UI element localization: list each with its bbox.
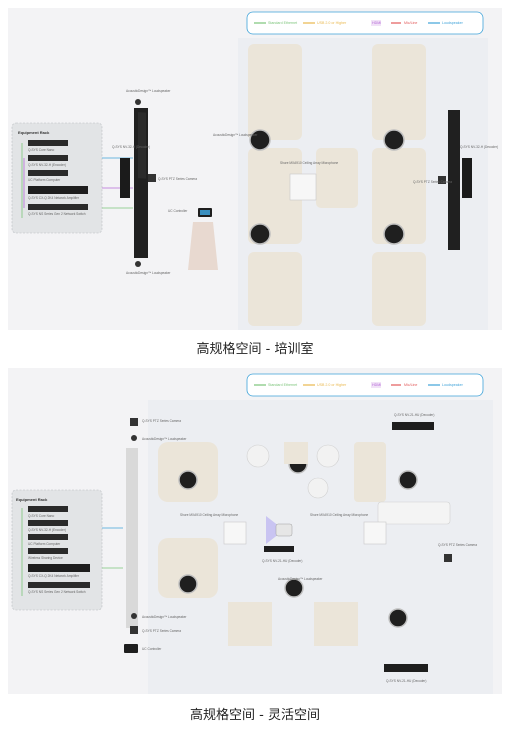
legend-loudspeaker: Loudspeaker xyxy=(442,21,464,25)
camera-left-label: Q-SYS PTZ Series Camera xyxy=(158,177,197,181)
camera-right-label: Q-SYS PTZ Series Camera xyxy=(438,543,477,547)
uc-controller-podium: UC Controller xyxy=(168,208,218,270)
uc-controller-icon xyxy=(124,644,138,653)
diagram-flexible-space: Standard Ethernet USB 2.0 or Higher HDMI… xyxy=(8,368,502,694)
rack-item: Wireless Sharing Device xyxy=(28,556,63,560)
loudspeaker-icon xyxy=(131,435,137,441)
camera-icon xyxy=(148,174,156,182)
rack-item: Q-SYS NS Series Gen 2 Network Switch xyxy=(28,590,86,594)
left-display-wall: AcousticDesign™ Loudspeaker AcousticDesi… xyxy=(112,89,197,275)
rack-item: Q-SYS CX-Q 2K4 Network Amplifier xyxy=(28,196,80,200)
mic-left-label: Shure MXA910 Ceiling Array Microphone xyxy=(180,513,238,517)
nv-right-label: Q-SYS NV-32-H (Decoder) xyxy=(460,145,498,149)
rack-item: Q-SYS NV-32-H (Encoder) xyxy=(28,528,66,532)
nv-bottom-label: Q-SYS NV-21-HU (Decoder) xyxy=(386,679,426,683)
legend-ethernet: Standard Ethernet xyxy=(268,21,297,25)
legend-micline: Mic/Line xyxy=(404,21,417,25)
rack-item: UC Platform Computer xyxy=(28,542,61,546)
nv-mid-label: Q-SYS NV-21-HU (Decoder) xyxy=(262,559,302,563)
nv-top-label: Q-SYS NV-21-HU (Decoder) xyxy=(394,413,434,417)
speaker-bottom-label: AcousticDesign™ Loudspeaker xyxy=(142,615,187,619)
desks xyxy=(248,44,426,326)
flexible-space-floorplan: Standard Ethernet USB 2.0 or Higher HDMI… xyxy=(11,373,493,694)
legend-hdmi: HDMI xyxy=(372,21,381,25)
rack-item: Q-SYS Core Nano xyxy=(28,148,54,152)
mic-right-label: Shure MXA910 Ceiling Array Microphone xyxy=(310,513,368,517)
ceiling-speaker-label: AcousticDesign™ Loudspeaker xyxy=(213,133,258,137)
projector-icon xyxy=(275,523,293,537)
loudspeaker-bottom-label: AcousticDesign™ Loudspeaker xyxy=(126,271,171,275)
rack-title: Equipment Rack xyxy=(18,130,50,135)
camera-icon xyxy=(438,176,446,184)
right-display-wall: Q-SYS PTZ Series Camera Q-SYS NV-32-H (D… xyxy=(413,110,498,250)
loudspeaker-icon xyxy=(131,613,137,619)
legend: Standard Ethernet USB 2.0 or Higher HDMI… xyxy=(246,11,484,35)
round-tables xyxy=(158,442,451,646)
legend-micline: Mic/Line xyxy=(404,383,417,387)
left-wall-devices: Q-SYS PTZ Series Camera AcousticDesign™ … xyxy=(124,418,187,653)
nv-left-label: Q-SYS NV-32-H (Decoder) xyxy=(112,145,150,149)
legend: Standard Ethernet USB 2.0 or Higher HDMI… xyxy=(246,373,484,397)
camera-icon xyxy=(130,626,138,634)
ceiling-mic-label: Shure MXA910 Ceiling Array Microphone xyxy=(280,161,338,165)
rack-item: Q-SYS CX-Q 2K4 Network Amplifier xyxy=(28,574,80,578)
uc-controller-label: UC Controller xyxy=(168,209,188,213)
camera-top-label: Q-SYS PTZ Series Camera xyxy=(142,419,181,423)
rack-title: Equipment Rack xyxy=(16,497,48,502)
camera-icon xyxy=(130,418,138,426)
rack-item: UC Platform Computer xyxy=(28,178,61,182)
camera-bottom-label: Q-SYS PTZ Series Camera xyxy=(142,629,181,633)
legend-loudspeaker: Loudspeaker xyxy=(442,383,464,387)
rack-item: Q-SYS NV-32-H (Encoder) xyxy=(28,163,66,167)
ceiling-speaker-label: AcousticDesign™ Loudspeaker xyxy=(278,577,323,581)
camera-icon xyxy=(444,554,452,562)
legend-ethernet: Standard Ethernet xyxy=(268,383,297,387)
equipment-rack: Equipment Rack Q-SYS Core Nano Q-SYS NV-… xyxy=(11,122,133,234)
speaker-top-label: AcousticDesign™ Loudspeaker xyxy=(142,437,187,441)
ceiling-microphone: Shure MXA910 Ceiling Array Microphone xyxy=(280,161,338,201)
legend-usb: USB 2.0 or Higher xyxy=(317,383,347,387)
rack-item: Q-SYS NS Series Gen 2 Network Switch xyxy=(28,212,86,216)
training-room-floorplan: Standard Ethernet USB 2.0 or Higher HDMI… xyxy=(11,11,498,330)
uc-controller-label: UC Controller xyxy=(142,647,162,651)
legend-hdmi: HDMI xyxy=(372,383,381,387)
decoders: Q-SYS NV-21-HU (Decoder) Q-SYS NV-21-HU … xyxy=(262,413,477,683)
caption-training-room: 高规格空间 - 培训室 xyxy=(196,342,314,357)
left-wall-display xyxy=(126,448,138,628)
diagram-training-room: Standard Ethernet USB 2.0 or Higher HDMI… xyxy=(8,8,502,330)
caption-flexible-space: 高规格空间 - 灵活空间 xyxy=(190,708,320,723)
projector-beam xyxy=(266,516,284,544)
equipment-rack: Equipment Rack Q-SYS Core Nano Q-SYS NV-… xyxy=(11,489,123,611)
loudspeaker-top-label: AcousticDesign™ Loudspeaker xyxy=(126,89,171,93)
legend-usb: USB 2.0 or Higher xyxy=(317,21,347,25)
camera-right-label: Q-SYS PTZ Series Camera xyxy=(413,180,452,184)
ceiling-loudspeakers: AcousticDesign™ Loudspeaker xyxy=(213,129,405,245)
rack-item: Q-SYS Core Nano xyxy=(28,514,54,518)
ceiling-microphones: Shure MXA910 Ceiling Array Microphone Sh… xyxy=(180,513,387,545)
